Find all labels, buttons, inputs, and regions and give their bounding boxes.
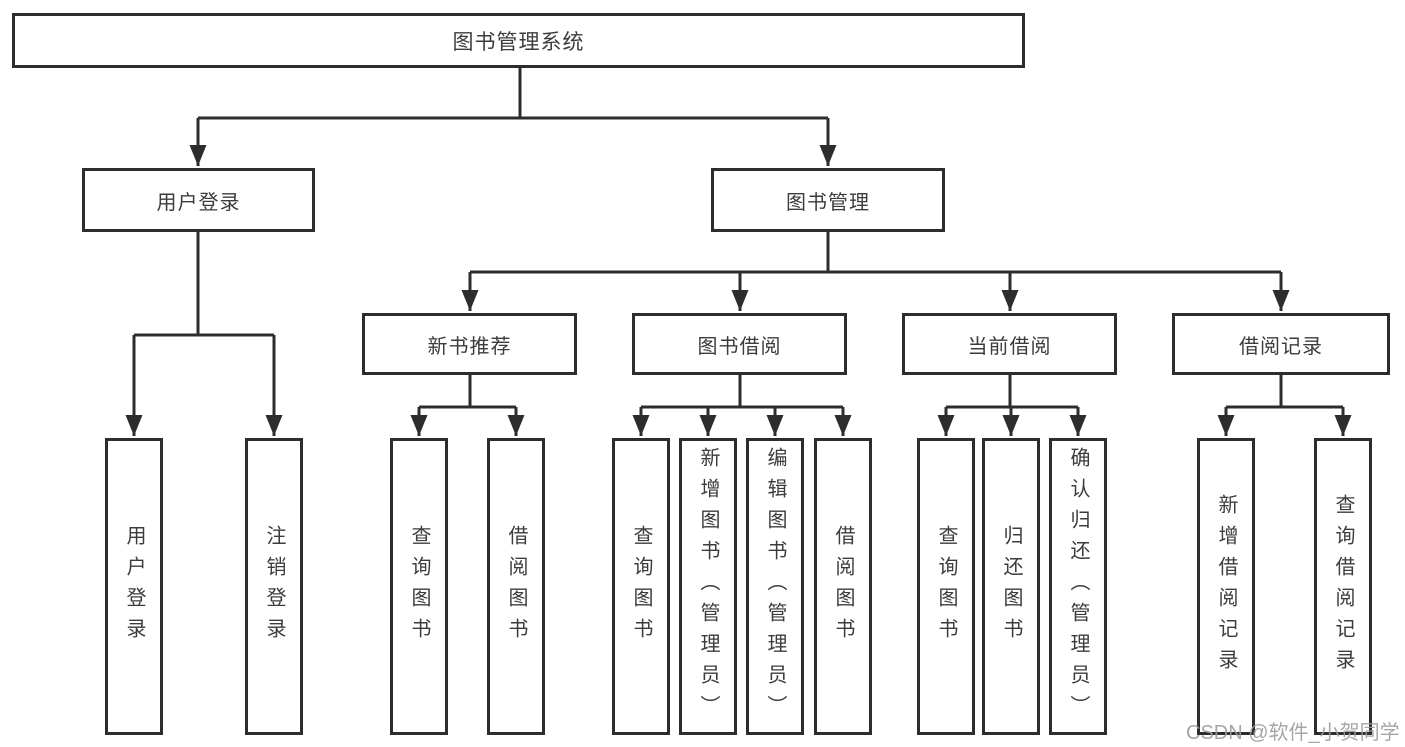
leaf-borrow-book-borrowing-label: 借阅图书 [832, 524, 854, 649]
leaf-edit-book-admin: 编辑图书（管理员） [746, 438, 804, 735]
leaf-borrow-book-borrowing: 借阅图书 [814, 438, 872, 735]
node-book-management: 图书管理 [711, 168, 945, 232]
leaf-add-book-admin-label: 新增图书（管理员） [697, 447, 719, 726]
leaf-return-book: 归还图书 [982, 438, 1040, 735]
leaf-query-book-borrowing-label: 查询图书 [630, 524, 652, 649]
leaf-add-borrow-record-label: 新增借阅记录 [1215, 493, 1237, 680]
leaf-query-book-current-label: 查询图书 [935, 524, 957, 649]
node-user-login: 用户登录 [82, 168, 315, 232]
leaf-query-book-current: 查询图书 [917, 438, 975, 735]
leaf-logout: 注销登录 [245, 438, 303, 735]
node-borrowing-records: 借阅记录 [1172, 313, 1390, 375]
node-library-system: 图书管理系统 [12, 13, 1025, 68]
leaf-query-book-recommend: 查询图书 [390, 438, 448, 735]
node-current-borrowing: 当前借阅 [902, 313, 1117, 375]
leaf-query-book-recommend-label: 查询图书 [408, 524, 430, 649]
node-new-book-recommendation: 新书推荐 [362, 313, 577, 375]
node-book-borrowing: 图书借阅 [632, 313, 847, 375]
leaf-query-borrow-record: 查询借阅记录 [1314, 438, 1372, 735]
leaf-return-book-label: 归还图书 [1000, 524, 1022, 649]
csdn-watermark: CSDN @软件_小贺同学 [1186, 722, 1400, 744]
leaf-confirm-return-admin: 确认归还（管理员） [1049, 438, 1107, 735]
leaf-user-login-label: 用户登录 [123, 524, 145, 649]
leaf-logout-label: 注销登录 [263, 524, 285, 649]
leaf-user-login: 用户登录 [105, 438, 163, 735]
leaf-borrow-book-recommend: 借阅图书 [487, 438, 545, 735]
leaf-add-borrow-record: 新增借阅记录 [1197, 438, 1255, 735]
leaf-confirm-return-admin-label: 确认归还（管理员） [1067, 447, 1089, 726]
leaf-borrow-book-recommend-label: 借阅图书 [505, 524, 527, 649]
leaf-query-borrow-record-label: 查询借阅记录 [1332, 493, 1354, 680]
leaf-add-book-admin: 新增图书（管理员） [679, 438, 737, 735]
leaf-query-book-borrowing: 查询图书 [612, 438, 670, 735]
leaf-edit-book-admin-label: 编辑图书（管理员） [764, 447, 786, 726]
